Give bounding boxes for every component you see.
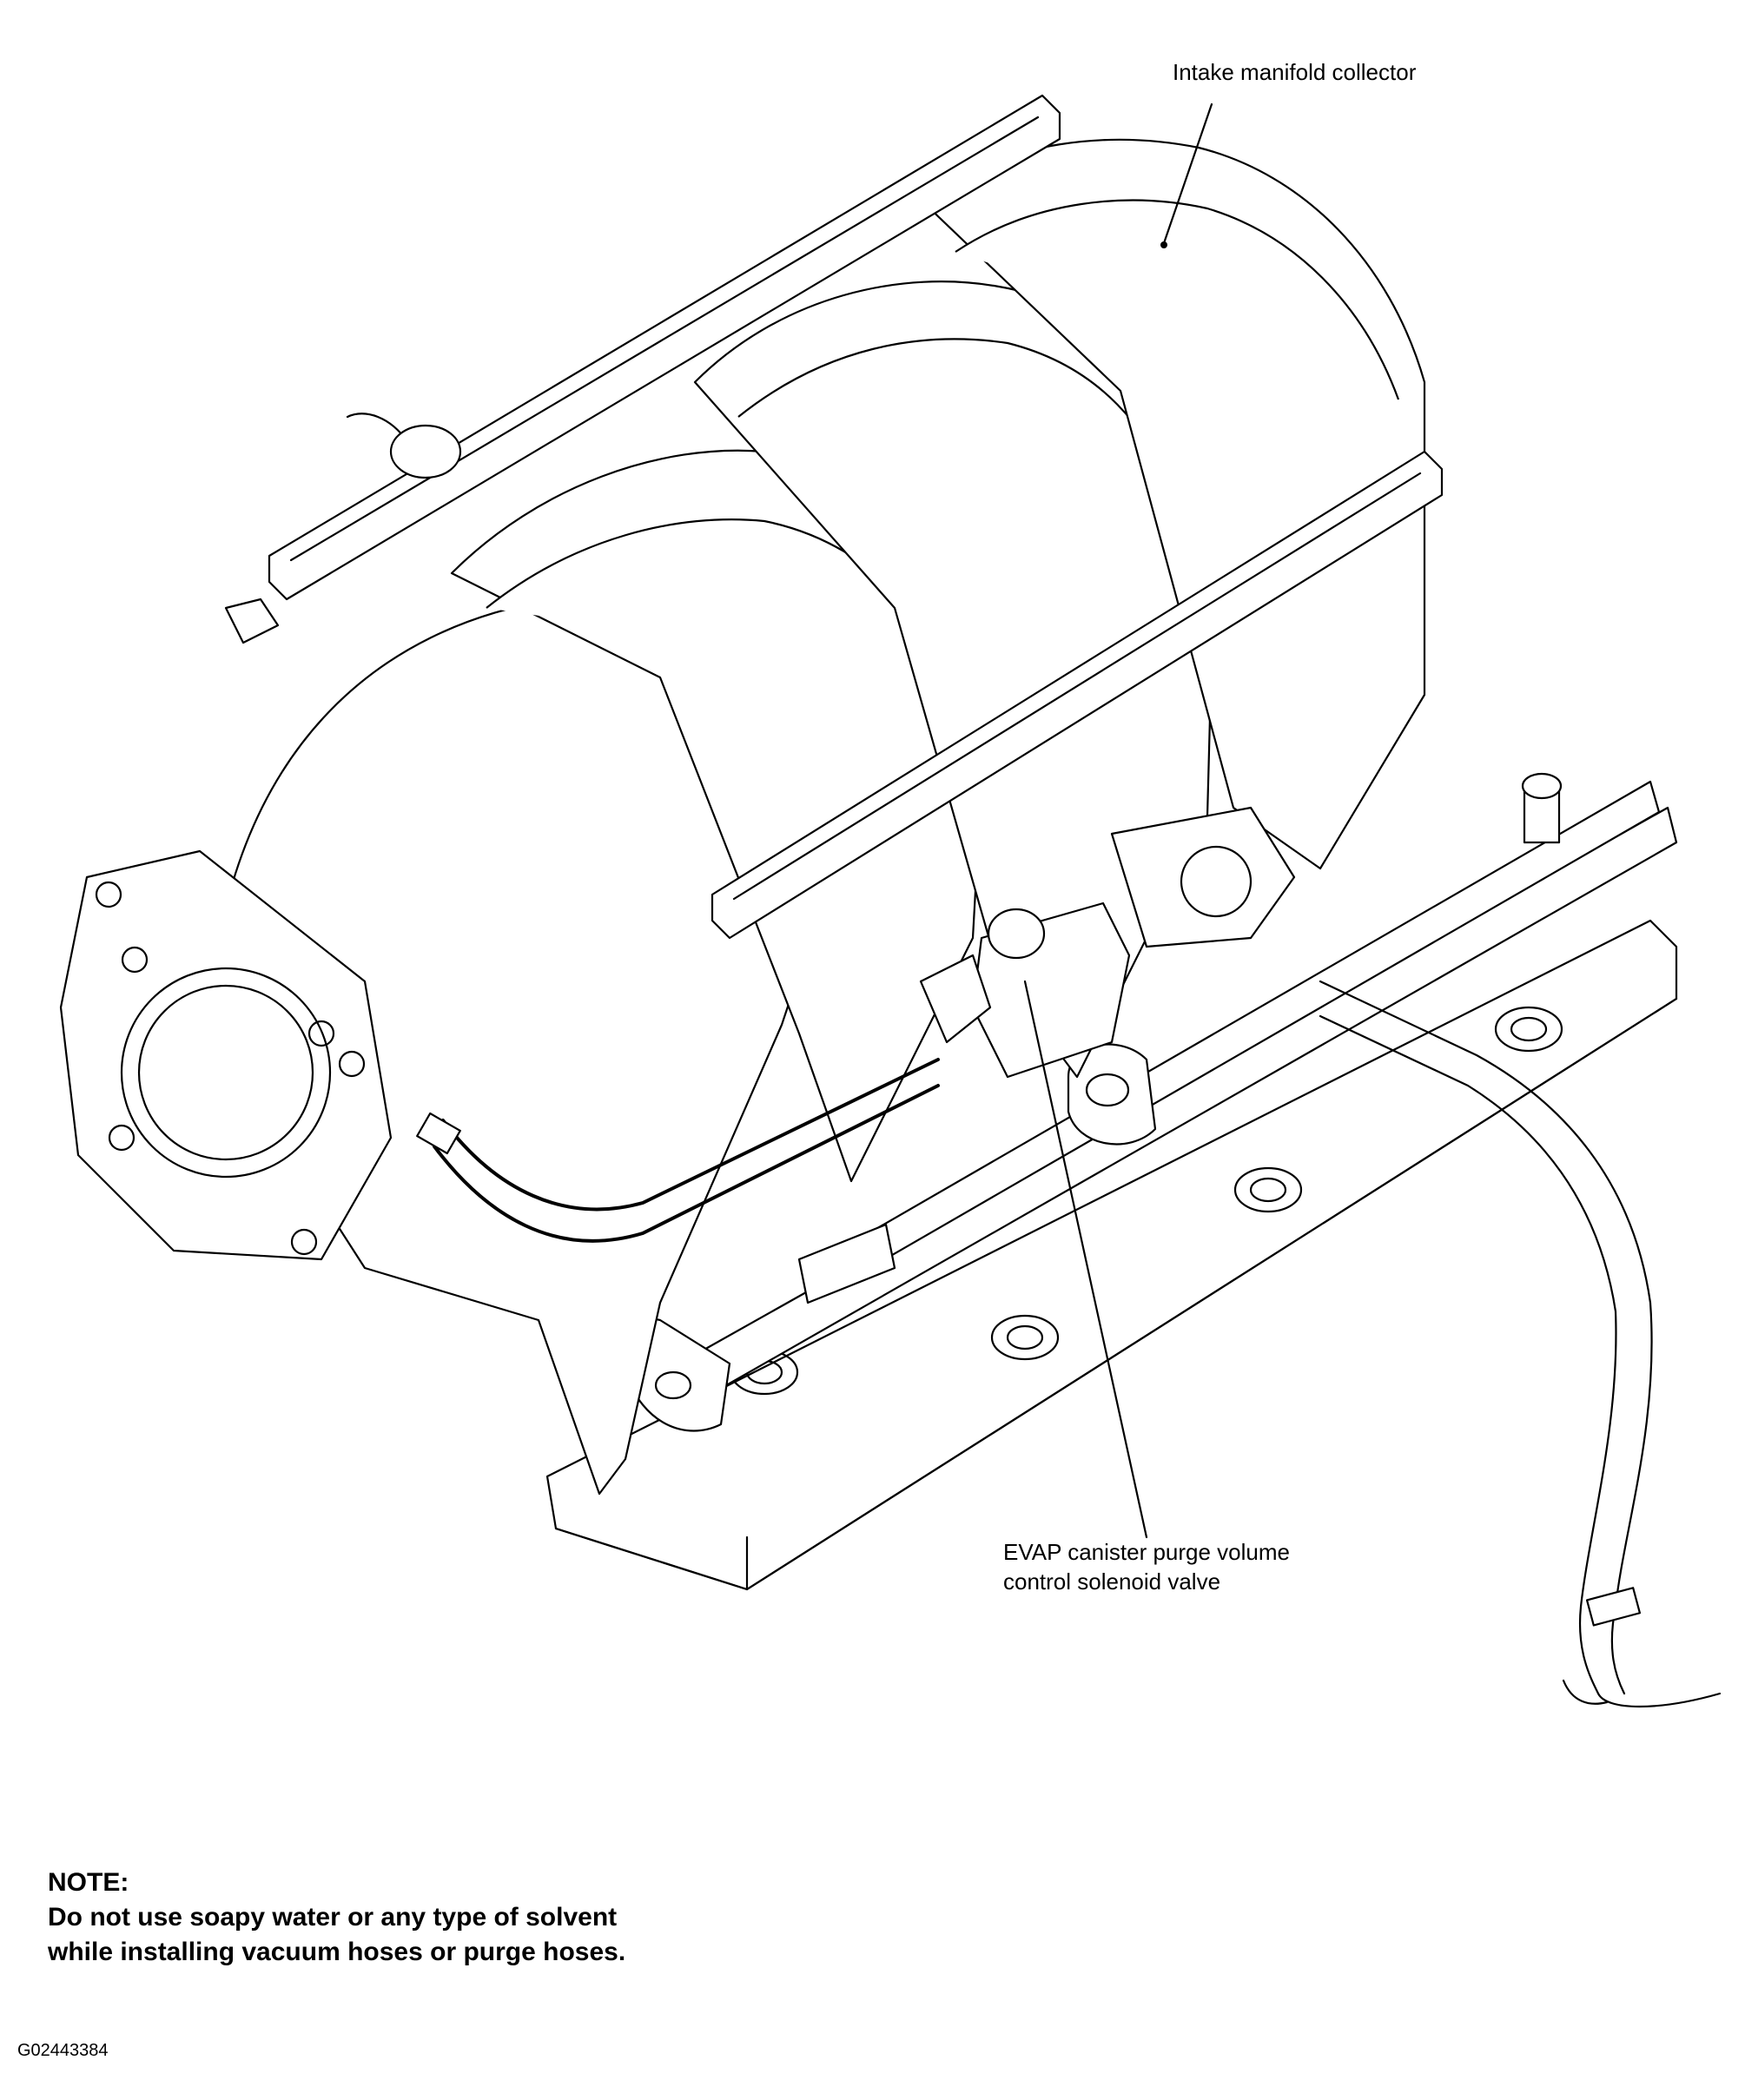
- evap-label-line1: EVAP canister purge volume: [1003, 1539, 1290, 1565]
- evap-valve-leader: [1023, 980, 1148, 1539]
- evap-label-line2: control solenoid valve: [1003, 1568, 1221, 1595]
- collector-rails: [268, 94, 1444, 940]
- note-heading: NOTE:: [48, 1868, 129, 1897]
- intake-manifold-collector-label: Intake manifold collector: [1173, 59, 1417, 85]
- intake-collector-leader-dot: [1160, 241, 1167, 248]
- throttle-body: [59, 849, 393, 1261]
- evap-purge-valve-label: EVAP canister purge volume control solen…: [1003, 1537, 1290, 1596]
- evap-purge-valve: [919, 806, 1296, 1079]
- intake-runners: [207, 138, 1426, 1496]
- note-line2: while installing vacuum hoses or purge h…: [48, 1938, 626, 1966]
- installation-note: NOTE: Do not use soapy water or any type…: [48, 1866, 625, 1970]
- intake-collector-leader: [1162, 102, 1213, 245]
- purge-hose: [1319, 980, 1722, 1708]
- note-line1: Do not use soapy water or any type of so…: [48, 1903, 618, 1932]
- fuel-rail: [618, 772, 1678, 1432]
- figure-id: G02443384: [17, 2041, 109, 2060]
- manifold-base-flange: [545, 919, 1678, 1591]
- vacuum-hose: [224, 413, 940, 1243]
